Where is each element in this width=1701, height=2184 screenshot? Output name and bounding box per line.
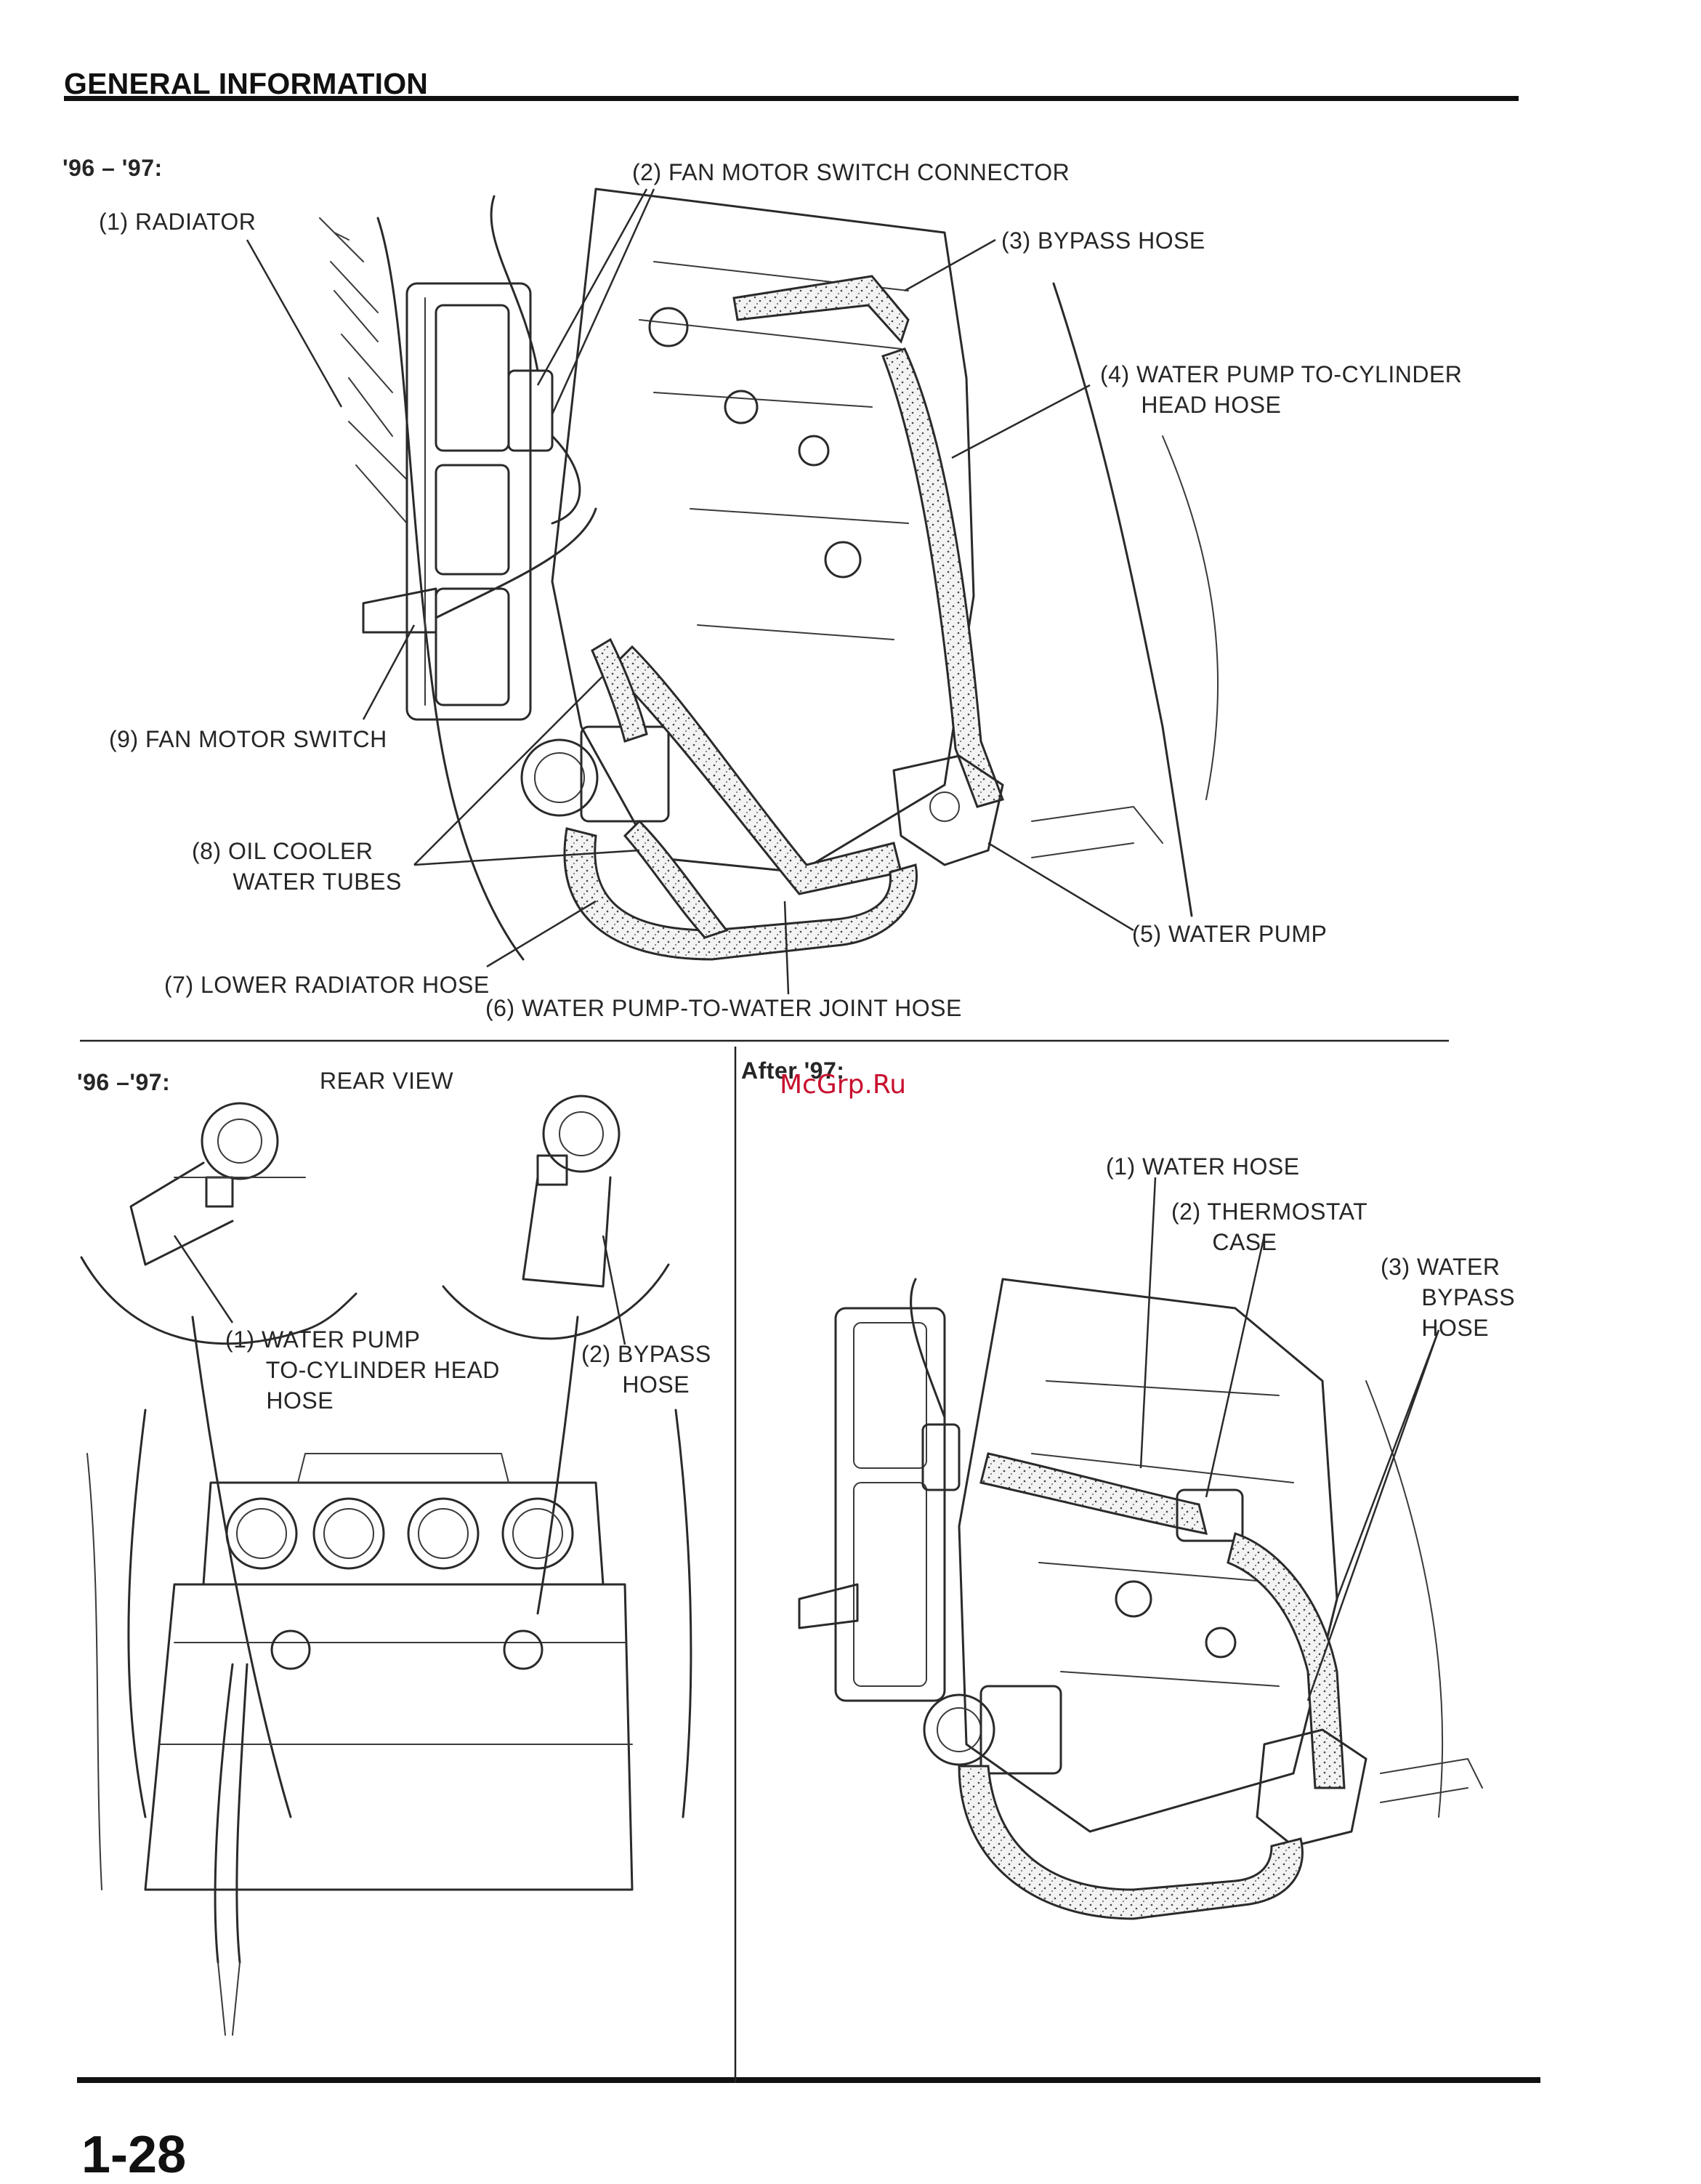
detail-circle-right bbox=[442, 1263, 670, 1340]
callout-water-pump-to-cylinder-head-hose: (4) WATER PUMP TO-CYLINDER HEAD HOSE bbox=[1100, 361, 1463, 418]
lower-radiator-hose-shape bbox=[563, 827, 918, 961]
watermark: McGrp.Ru bbox=[780, 1070, 907, 1100]
cylinder-head-hose-shape bbox=[881, 347, 1004, 808]
after-97-illustration bbox=[798, 1177, 1483, 1920]
callout-radiator: (1) RADIATOR bbox=[99, 209, 256, 235]
callout-water-pump: (5) WATER PUMP bbox=[1132, 921, 1328, 947]
callout-water-bypass-hose: (3) WATER BYPASS HOSE bbox=[1381, 1254, 1516, 1341]
callout-bypass-hose: (3) BYPASS HOSE bbox=[1001, 227, 1205, 254]
bottom-right-year-label: After '97: bbox=[741, 1057, 845, 1084]
bottom-left-year-label: '96 –'97: bbox=[77, 1069, 171, 1095]
detail-circle-left bbox=[80, 1256, 357, 1345]
callout-rear-bypass-hose: (2) BYPASS HOSE bbox=[581, 1341, 711, 1398]
callout-fan-motor-switch: (9) FAN MOTOR SWITCH bbox=[109, 726, 387, 752]
fan-connector-shape bbox=[507, 369, 554, 452]
oil-cooler-shape bbox=[520, 738, 599, 817]
callout-water-pump-to-water-joint-hose: (6) WATER PUMP-TO-WATER JOINT HOSE bbox=[485, 995, 962, 1021]
thermostat-case-shape bbox=[1176, 1488, 1244, 1542]
callout-oil-cooler-water-tubes: (8) OIL COOLER WATER TUBES bbox=[192, 838, 402, 895]
top-engine-illustration bbox=[246, 188, 1219, 995]
radiator-shape bbox=[405, 282, 532, 721]
top-year-label: '96 – '97: bbox=[62, 155, 163, 181]
callout-lower-radiator-hose: (7) LOWER RADIATOR HOSE bbox=[164, 972, 490, 998]
callout-fan-motor-switch-connector: (2) FAN MOTOR SWITCH CONNECTOR bbox=[632, 159, 1070, 185]
header-rule bbox=[64, 96, 1519, 101]
callout-water-hose: (1) WATER HOSE bbox=[1106, 1153, 1300, 1180]
section-dividers bbox=[80, 1039, 1449, 2083]
rear-view-label: REAR VIEW bbox=[320, 1068, 454, 1094]
water-joint-hose-shape bbox=[608, 645, 902, 895]
page-number: 1-28 bbox=[81, 2126, 187, 2184]
detail-link-left bbox=[191, 1315, 292, 1818]
bypass-hose-shape bbox=[732, 275, 910, 344]
water-pump-shape bbox=[892, 754, 1004, 866]
rear-view-illustration bbox=[80, 1095, 692, 2036]
callout-thermostat-case: (2) THERMOSTAT CASE bbox=[1171, 1198, 1368, 1255]
footer-rule bbox=[77, 2077, 1540, 2083]
after-bypass-hose-shape bbox=[1227, 1532, 1346, 1789]
callout-rear-water-pump-hose: (1) WATER PUMP TO-CYLINDER HEAD HOSE bbox=[225, 1326, 500, 1414]
page-title: GENERAL INFORMATION bbox=[64, 67, 429, 100]
after-water-hose-shape bbox=[979, 1452, 1208, 1535]
